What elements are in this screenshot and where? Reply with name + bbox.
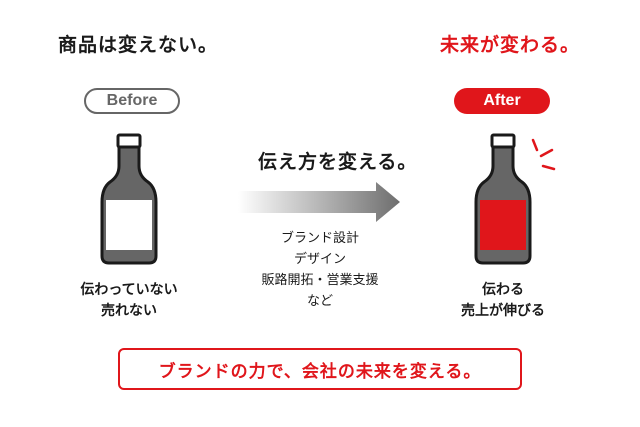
center-item-brand-design: ブランド設計: [280, 231, 359, 246]
slogan-text: ブランドの力で、会社の未来を変える。: [158, 361, 482, 382]
center-headline: 伝え方を変える。: [258, 151, 418, 173]
slogan-box: ブランドの力で、会社の未来を変える。: [118, 348, 522, 390]
after-bottle-icon: [474, 133, 532, 265]
after-caption-line-1: 伝わる: [482, 282, 524, 298]
sparkle-lines-icon: [531, 138, 556, 171]
center-item-etc: など: [306, 294, 333, 309]
right-headline: 未来が変わる。: [440, 34, 581, 56]
center-item-sales: 販路開拓・営業支援: [261, 273, 379, 288]
after-caption: 伝わる 売上が伸びる: [428, 280, 578, 322]
before-bottle-icon: [100, 133, 158, 265]
after-badge: After: [454, 88, 550, 114]
center-items: ブランド設計 デザイン 販路開拓・営業支援 など: [240, 228, 400, 312]
before-caption-line-2: 売れない: [101, 303, 157, 319]
center-item-design: デザイン: [293, 252, 346, 267]
after-caption-line-2: 売上が伸びる: [461, 303, 545, 319]
gradient-arrow-icon: [238, 182, 400, 222]
left-headline: 商品は変えない。: [58, 34, 219, 56]
before-badge: Before: [84, 88, 180, 114]
before-caption-line-1: 伝わっていない: [80, 282, 178, 298]
before-caption: 伝わっていない 売れない: [54, 280, 204, 322]
